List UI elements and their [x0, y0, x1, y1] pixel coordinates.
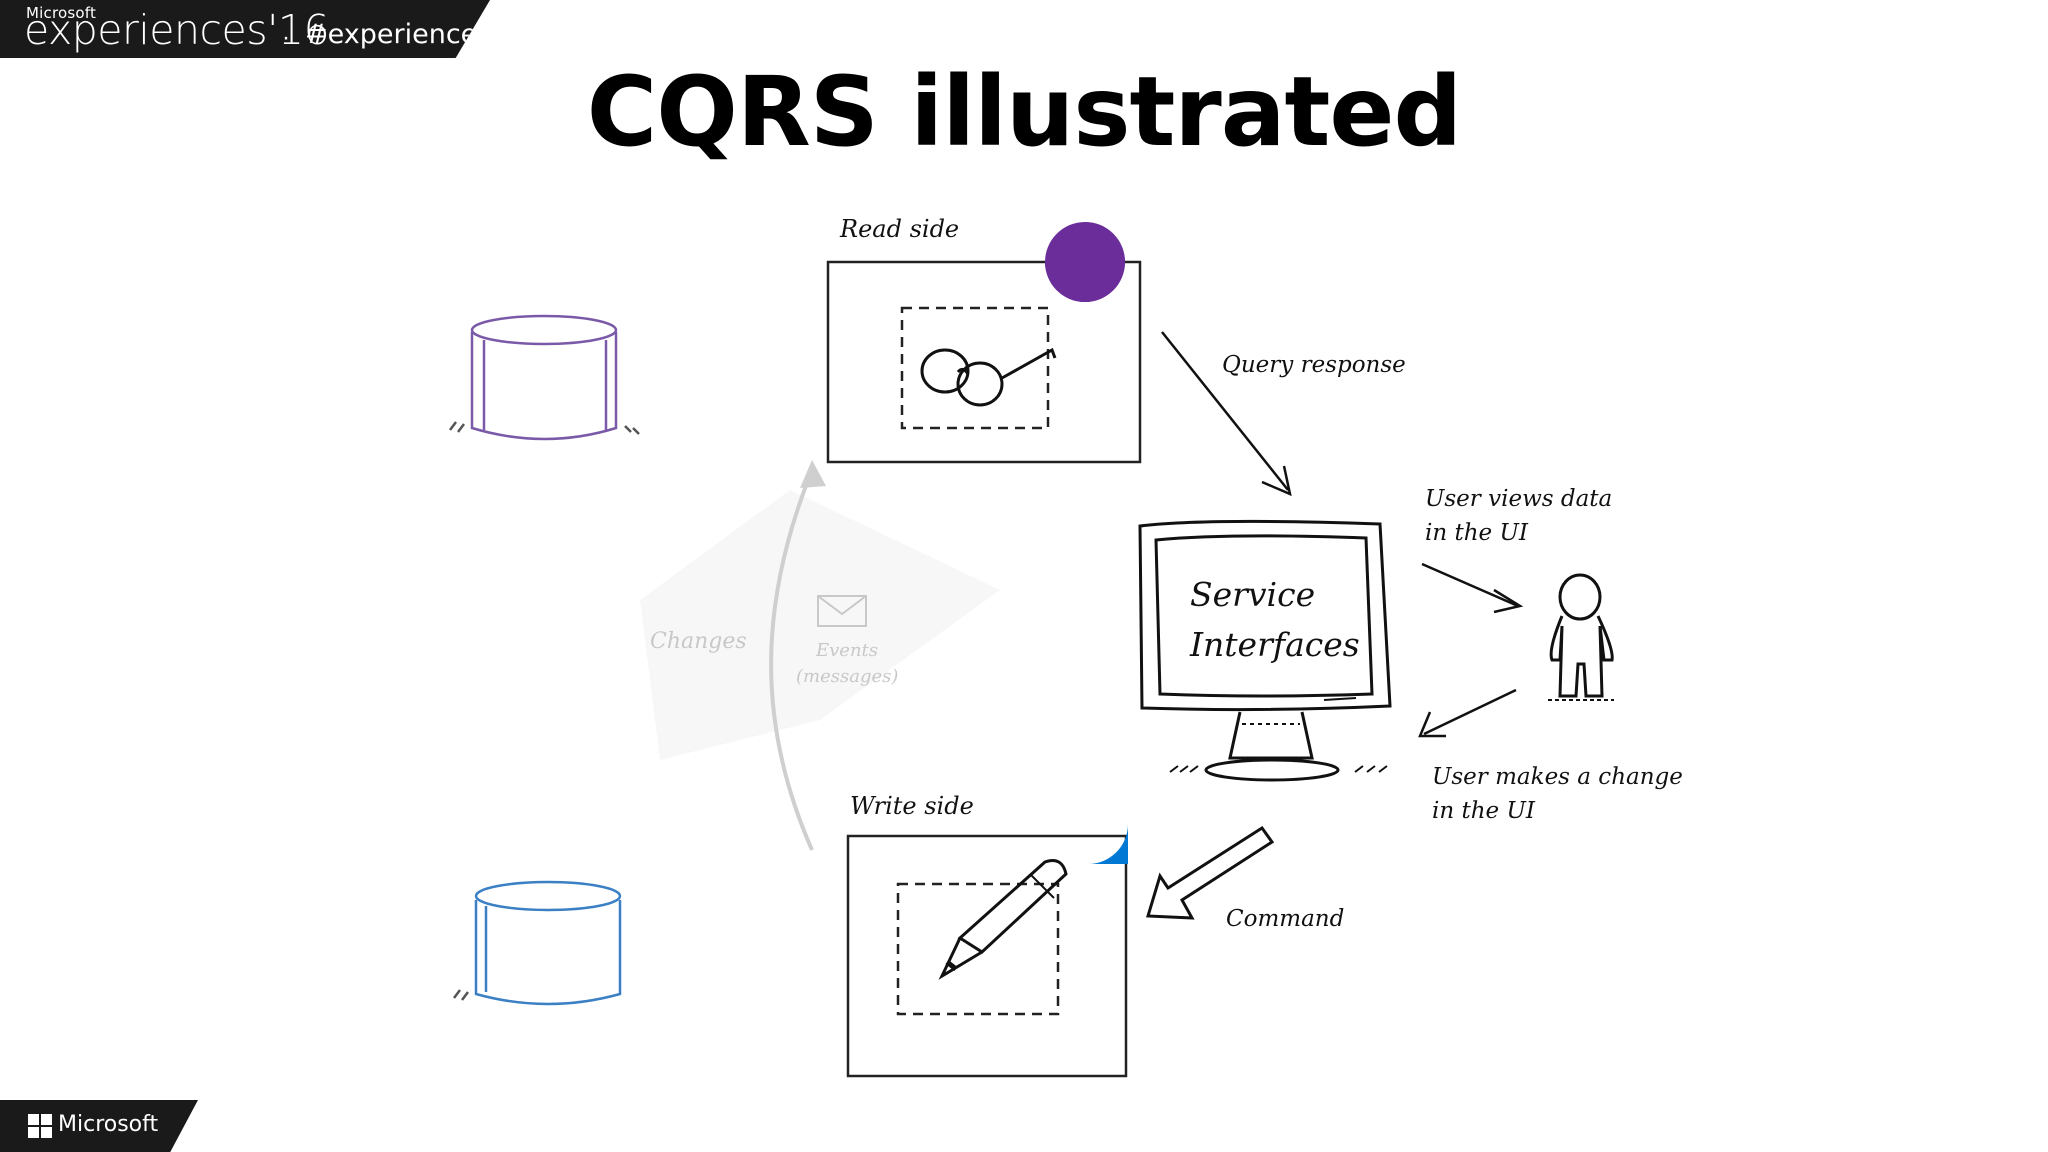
user-views-label-line1: User views data	[1425, 486, 1612, 512]
user-views-arrow	[1421, 562, 1519, 608]
interfaces-label: Interfaces	[1189, 625, 1360, 664]
banner-separator: ·	[282, 24, 290, 51]
event-banner: Microsoft experiences'16 · #experiences	[0, 0, 490, 58]
changes-label: Changes	[650, 629, 747, 654]
user-change-arrow-head	[1418, 711, 1446, 738]
windows-logo-icon	[28, 1114, 52, 1138]
command-arrow	[1146, 825, 1275, 920]
read-database-icon	[449, 314, 640, 441]
write-side-label: Write side	[850, 792, 974, 820]
write-side-dashed-box	[896, 882, 1060, 1016]
monitor-icon	[1138, 519, 1392, 782]
write-database-icon	[453, 880, 622, 1006]
write-side-box	[846, 834, 1128, 1078]
user-views-arrow-head	[1493, 588, 1524, 614]
read-side-dashed-box	[900, 306, 1050, 430]
user-change-label-line1: User makes a change	[1432, 764, 1683, 790]
microsoft-footer: Microsoft	[0, 1100, 198, 1152]
read-side-marker	[1045, 222, 1125, 302]
write-side-marker	[1088, 824, 1128, 864]
slide-title: CQRS illustrated	[586, 56, 1462, 168]
changes-arrow-head	[800, 460, 826, 488]
banner-event-name: experiences'16	[24, 6, 330, 54]
envelope-icon	[817, 595, 867, 627]
banner-hashtag: #experiences	[305, 19, 492, 50]
user-views-label-line2: in the UI	[1425, 520, 1529, 546]
service-label: Service	[1190, 575, 1315, 614]
command-label: Command	[1226, 906, 1344, 932]
read-side-box	[826, 260, 1142, 464]
footer-brand: Microsoft	[58, 1112, 159, 1137]
query-response-label: Query response	[1222, 352, 1406, 378]
changes-arrow	[769, 469, 814, 851]
query-response-arrow	[1161, 331, 1289, 491]
glasses-icon	[920, 347, 1057, 407]
pencil-icon	[938, 859, 1068, 980]
person-icon	[1548, 573, 1614, 701]
read-side-label: Read side	[839, 215, 959, 243]
events-label: Events	[815, 640, 878, 661]
query-response-arrow-head	[1261, 465, 1292, 497]
banner-brand-small: Microsoft	[26, 4, 97, 22]
user-change-label-line2: in the UI	[1432, 798, 1536, 824]
messages-label: (messages)	[796, 666, 898, 687]
user-change-arrow	[1423, 688, 1517, 736]
